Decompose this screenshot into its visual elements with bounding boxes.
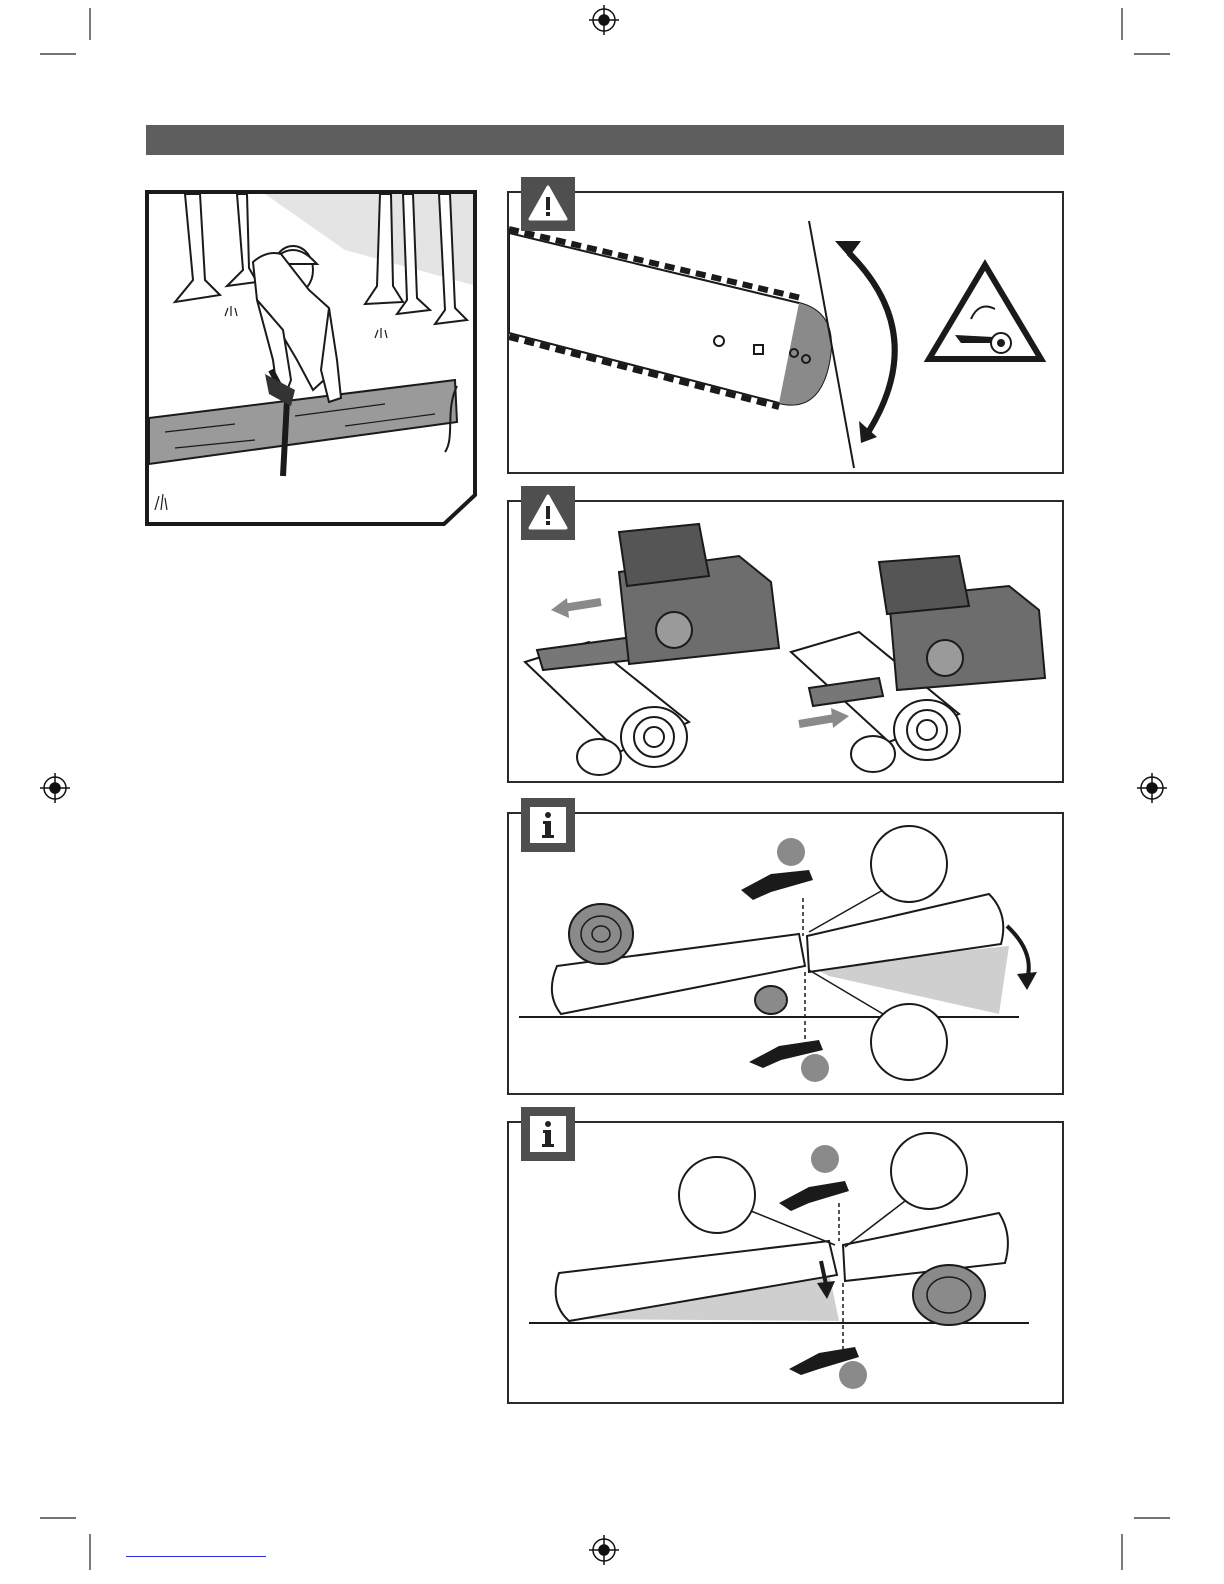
- info-badge-1: [521, 798, 575, 852]
- warning-badge-2: [521, 486, 575, 540]
- push-pull-panel: [507, 500, 1064, 783]
- info-badge-2: [521, 1107, 575, 1161]
- info-icon: [521, 798, 575, 852]
- cutting-log-panel-1: [507, 812, 1064, 1095]
- warning-triangle-icon: [521, 486, 575, 540]
- cutting-log-panel-2: [507, 1121, 1064, 1404]
- info-icon: [521, 1107, 575, 1161]
- woodcutter-illustration: [145, 190, 477, 526]
- warning-badge-1: [521, 177, 575, 231]
- warning-triangle-icon: [521, 177, 575, 231]
- registration-mark-left: [40, 773, 70, 803]
- footer-underline: [126, 1556, 266, 1557]
- kickback-warning-sign-icon: [929, 265, 1041, 359]
- section-header-bar: [146, 125, 1064, 155]
- registration-mark-bottom: [589, 1535, 619, 1565]
- registration-mark-right: [1137, 773, 1167, 803]
- registration-mark-top: [589, 5, 619, 35]
- kickback-zone-panel: [507, 191, 1064, 474]
